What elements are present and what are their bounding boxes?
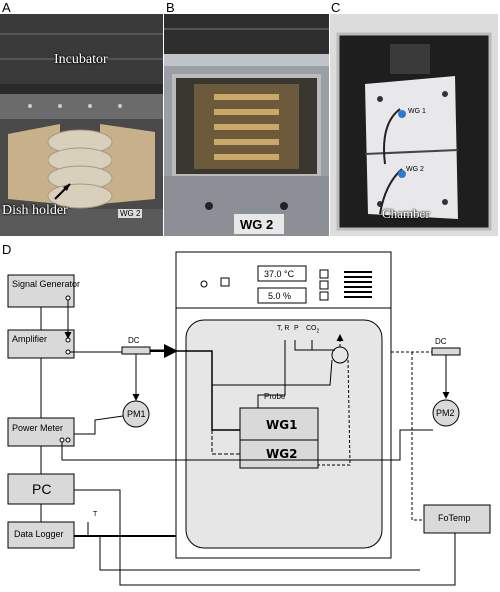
- photo-c-illustration: [330, 14, 498, 236]
- photo-a-illustration: [0, 14, 163, 236]
- wg1-label-c: WG 1: [408, 108, 426, 115]
- data-logger-box: [7, 521, 75, 549]
- amplifier-box: [7, 329, 75, 359]
- dc-coupler-left: [121, 346, 151, 355]
- temp-display: [257, 265, 307, 282]
- pm2-circle: [432, 399, 460, 427]
- incubator-button: [220, 277, 230, 287]
- wg2-sticker-b: WG 2: [240, 217, 274, 232]
- wg1-box: [239, 407, 319, 441]
- pc-box: [7, 473, 75, 505]
- incubator-knob: [200, 280, 208, 288]
- fotemp-box: [423, 504, 491, 534]
- control-button-3: [319, 291, 329, 301]
- panel-c-letter: C: [331, 0, 341, 15]
- dish-holder-label: Dish holder: [2, 203, 68, 218]
- wg2-label-c: WG 2: [406, 166, 424, 173]
- photo-waveguide-wg2: WG 2: [164, 14, 329, 236]
- panel-a-letter: A: [2, 0, 11, 15]
- incubator-label: Incubator: [54, 52, 108, 67]
- photo-b-illustration: [164, 14, 329, 236]
- panel-d-letter: D: [2, 242, 12, 257]
- panel-b-letter: B: [166, 0, 175, 15]
- wg2-box: [239, 439, 319, 469]
- pm1-circle: [122, 400, 150, 428]
- vent-grille: [344, 271, 372, 298]
- control-button-2: [319, 280, 329, 290]
- power-meter-box: [7, 417, 75, 447]
- wg2-sticker-a: WG 2: [118, 209, 143, 218]
- photo-chamber: WG 1 WG 2 Chamber: [330, 14, 498, 236]
- signal-generator-box: [7, 274, 75, 308]
- chamber-label: Chamber: [382, 206, 430, 221]
- co2-display: [257, 287, 307, 304]
- control-button-1: [319, 269, 329, 279]
- dc-coupler-right: [431, 347, 461, 356]
- photo-incubator-dish-holder: Incubator Dish holder WG 2: [0, 14, 163, 236]
